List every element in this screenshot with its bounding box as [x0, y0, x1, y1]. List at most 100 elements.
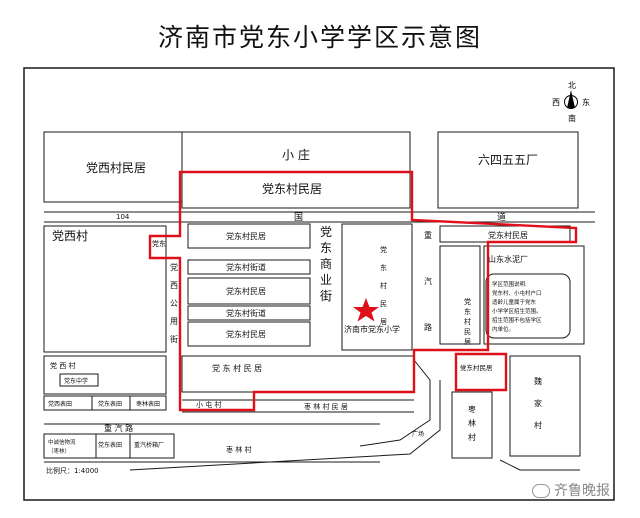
dangdong-right-char-4: 居: [464, 338, 471, 346]
label-dangdong-long: 党 东 村 民 居: [212, 363, 262, 373]
block-dangdong-residence-2: [187, 277, 311, 305]
label-wei-village: 魏家村: [534, 376, 542, 430]
note-line-4: 招生范围不包括学区: [492, 316, 542, 324]
label-dangxi-table: 党西表田: [48, 400, 72, 408]
label-dangdong-residence-small: 党东村民居: [460, 363, 493, 372]
note-line-0: 学区范围说明:: [492, 280, 527, 288]
block-dangdong-street-2: [187, 305, 311, 321]
label-dangdong-right-vertical: 党东村民居: [464, 297, 471, 346]
label-zaolin-vertical: 枣林村: [468, 404, 476, 442]
label-dangdong-residence-1: 党东村民居: [226, 231, 266, 241]
logo: 齐鲁晚报: [532, 480, 610, 500]
block-zhongcheng: [43, 433, 175, 459]
label-dangdong-residence-right: 党东村民居: [488, 230, 528, 240]
wei-village-char-1: 家: [534, 398, 542, 408]
block-wei-village: [509, 355, 581, 457]
label-zaolin-village: 枣 林 村: [226, 445, 251, 454]
label-heavy-auto-factory: 重汽桥箱厂: [134, 441, 164, 449]
dangdong-right-char-2: 村: [464, 317, 471, 326]
label-dangdong-residence-2: 党东村民居: [226, 286, 266, 296]
label-heavy-auto-road: 重汽路: [424, 230, 432, 332]
compass-west: 西: [552, 98, 560, 107]
dangdong-village-char-3: 民: [380, 300, 387, 308]
block-table-row: [43, 395, 167, 411]
commercial-street-char-0: 党: [320, 224, 332, 239]
label-note: 学区范围说明:党东村、小屯村户口适龄儿童属于党东小学学区招生范围。招生范围不包括…: [492, 280, 542, 333]
label-zaolin-table: 枣林表田: [136, 400, 160, 408]
school-district-boundary: [148, 170, 578, 412]
heavy-auto-road-char-2: 路: [424, 322, 432, 332]
label-factory-6455: 六四五五厂: [478, 153, 538, 167]
commercial-street-char-3: 业: [320, 273, 332, 287]
dangdong-right-char-1: 东: [464, 307, 471, 316]
compass-north: 北: [568, 81, 576, 90]
block-dangdong-vertical-right: [439, 245, 481, 345]
label-zhongcheng: 中诚信物流（枣林）: [48, 438, 76, 455]
zaolin-vertical-char-1: 林: [468, 418, 476, 428]
label-dangxi-residence-top: 党西村民居: [86, 160, 146, 175]
dangdong-village-char-0: 党: [380, 245, 387, 254]
label-dangdong-village-vertical: 党东村民居: [380, 245, 387, 326]
label-dangdong-residence-top: 党东村民居: [262, 181, 322, 196]
label-xiaozhuang: 小 庄: [282, 147, 310, 162]
school-star-icon: [353, 298, 379, 322]
label-dangdong-street-2: 党东村街道: [226, 308, 266, 318]
label-guo: 国: [294, 212, 303, 223]
dangxi-public-road-char-2: 公: [170, 299, 178, 308]
dangxi-public-road-char-4: 街: [170, 334, 178, 344]
label-dangdong-street-1: 党东村街道: [226, 262, 266, 272]
heavy-auto-road-char-0: 重: [424, 230, 432, 240]
dangdong-village-char-1: 东: [380, 263, 387, 272]
label-school-name: 济南市党东小学: [344, 324, 400, 334]
label-dangxi-village: 党西村: [52, 228, 88, 243]
school-district-boundary-right: [454, 352, 508, 392]
label-dangdong-table-2: 党东表田: [98, 441, 122, 449]
compass-needle-icon: [567, 90, 575, 108]
label-guangchang: 广场: [412, 430, 424, 438]
note-line-3: 小学学区招生范围。: [492, 307, 542, 315]
wechat-icon: [532, 484, 550, 498]
compass-south: 南: [568, 114, 576, 123]
block-note: [485, 273, 571, 339]
label-road-104: 104: [116, 213, 130, 221]
label-xiaotun-village: 小 屯 村: [196, 400, 221, 409]
label-scale: 比例尺：1:4000: [46, 466, 99, 475]
dangdong-right-char-3: 民: [464, 328, 471, 336]
label-shandong-cement: 山东水泥厂: [488, 254, 528, 264]
label-dangdong-middle-school: 党东中学: [64, 377, 88, 385]
block-shandong-cement: [483, 245, 585, 345]
label-dangdong-small: 党东: [152, 239, 166, 248]
compass: 北 西 东 南: [548, 81, 594, 123]
dangxi-public-road-char-3: 用: [170, 317, 178, 326]
page-title: 济南市党东小学学区示意图: [157, 23, 482, 52]
label-dao: 道: [497, 211, 506, 223]
commercial-street-char-4: 街: [320, 289, 332, 303]
block-factory-6455: [437, 131, 579, 209]
heavy-auto-road-char-1: 汽: [424, 276, 432, 286]
zaolin-vertical-char-2: 村: [468, 432, 476, 442]
label-dangdong-residence-3: 党东村民居: [226, 329, 266, 339]
compass-east: 东: [582, 98, 590, 107]
dangdong-village-char-2: 村: [380, 281, 387, 290]
block-dangxi-row: [43, 355, 167, 395]
block-dangdong-residence-3: [187, 321, 311, 347]
note-line-2: 适龄儿童属于党东: [492, 298, 537, 306]
dangdong-village-char-4: 居: [380, 318, 387, 326]
logo-text: 齐鲁晚报: [554, 483, 610, 499]
zhongcheng-line-1: （枣林）: [48, 447, 70, 455]
block-dangdong-middle-school: [59, 373, 99, 387]
dangxi-public-road-char-0: 党: [170, 262, 178, 272]
map-frame: [23, 67, 615, 501]
block-dangdong-long: [181, 355, 415, 393]
block-dangdong-residence-1: [187, 223, 311, 249]
label-dangdong-table: 党东表田: [98, 400, 122, 408]
commercial-street-char-2: 商: [320, 256, 332, 271]
block-dangdong-street-1: [187, 259, 311, 275]
dangdong-right-char-0: 党: [464, 297, 471, 306]
wei-village-char-2: 村: [534, 420, 542, 430]
zaolin-vertical-char-0: 枣: [468, 404, 476, 414]
block-zaolin-vertical: [451, 391, 493, 459]
label-dangxi-row: 党 西 村: [50, 361, 75, 370]
